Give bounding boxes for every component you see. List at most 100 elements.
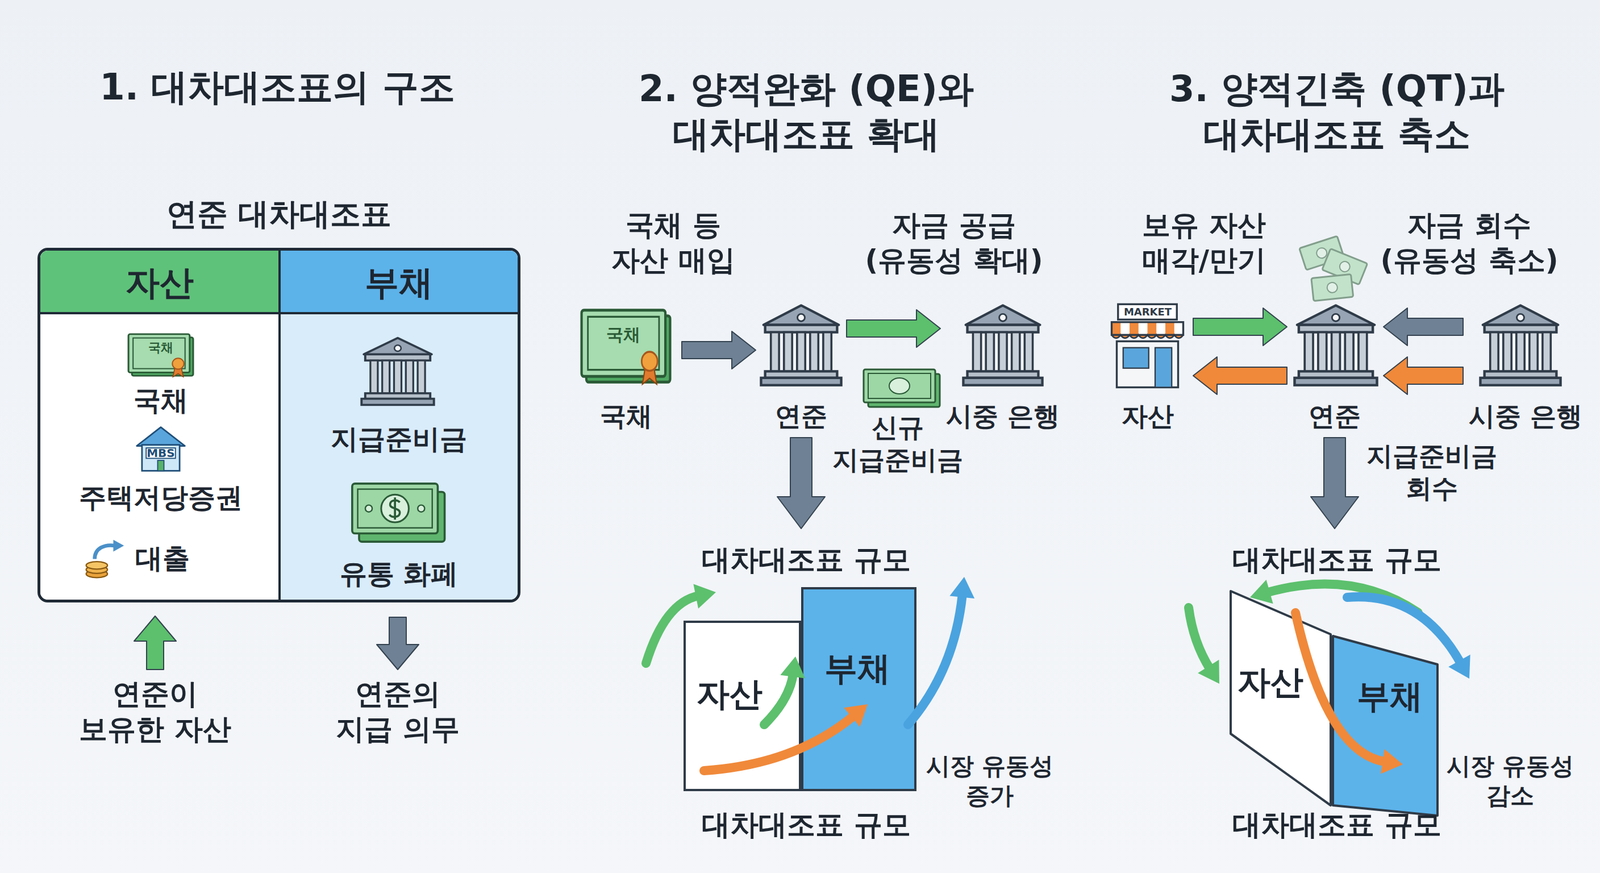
chart-caption: 대차대조표 규모 (701, 806, 911, 843)
node-title: 부채 (1356, 675, 1423, 718)
flow-arrow (1193, 356, 1287, 395)
money-icon-part (357, 489, 433, 528)
money-icon-part (381, 494, 410, 523)
chart-caption: 대차대조표 규모 (1232, 806, 1441, 843)
icon-text: 국채 (606, 323, 641, 346)
asset-up-arrow-part (134, 615, 177, 670)
house-icon-part (136, 427, 186, 447)
building-icon (962, 302, 1044, 388)
bank-node: 시중 은행 (1463, 300, 1589, 438)
building-icon-part (370, 360, 378, 394)
flow-curve-head (843, 703, 868, 727)
building-icon-part (405, 360, 414, 394)
flow-curve-head (949, 576, 975, 599)
building-icon-part (1358, 332, 1368, 372)
bond-icon-part (128, 334, 190, 373)
node-title: 대차대조표 규모 (1232, 542, 1441, 578)
flow-curve-head (1197, 659, 1220, 684)
step-label: 자금 회수 (유동성 축소) (1375, 207, 1564, 279)
node-title: 국채 (600, 400, 653, 433)
building-icon (1293, 302, 1378, 388)
building-icon-part (1011, 332, 1020, 372)
node-item: 주택저당증권 (78, 480, 243, 515)
building-icon-part (771, 332, 779, 372)
face-shape-part (1332, 635, 1438, 816)
market-icon-part (1120, 322, 1130, 336)
coins-icon-part (113, 539, 124, 552)
house-icon-part (142, 444, 180, 472)
cash-icon-part (863, 369, 936, 403)
node-title: 부채 (824, 647, 891, 690)
liability-box: 부채 (801, 586, 917, 791)
building-icon-part (972, 332, 981, 372)
flow-curve (764, 673, 794, 725)
asset-face: 자산 (1229, 589, 1332, 807)
liability-face: 부채 (1331, 634, 1439, 817)
falling-money-icon (1299, 235, 1368, 301)
flow-arrow (777, 437, 825, 529)
building-icon-part (784, 332, 793, 372)
building-icon-part (1344, 332, 1354, 372)
market-icon-part (1138, 322, 1148, 336)
flow-label: 신규 지급준비금 (823, 411, 972, 477)
building-icon-part (1318, 332, 1327, 372)
step-label: 보유 자산 매각/만기 (1132, 207, 1275, 279)
building-icon-part (394, 360, 402, 394)
bond-icon (126, 331, 196, 378)
liability-down-arrow-part (376, 617, 419, 670)
building-icon-part (1484, 325, 1557, 333)
market-icon-part (1118, 303, 1178, 320)
node-title: 연준 (1308, 400, 1361, 433)
money-icon (349, 480, 447, 545)
building-icon-part (1331, 332, 1341, 372)
money-icon-part (365, 505, 373, 512)
building-icon-part (1529, 332, 1538, 372)
building-icon-part (810, 332, 819, 372)
building-icon (760, 302, 843, 388)
building-icon-part (985, 332, 994, 372)
section-title: 1. 대차대조표의 구조 (99, 64, 455, 110)
coins-icon (82, 537, 126, 581)
flow-curve-head (1380, 748, 1403, 774)
node-title: 시중 은행 (946, 400, 1060, 433)
building-icon-part (760, 377, 841, 386)
building-icon-part (361, 398, 434, 406)
cash-icon (863, 369, 940, 407)
step-label: 국채 등 자산 매입 (605, 207, 742, 279)
building-icon-part (797, 332, 806, 372)
market-icon-part (1174, 322, 1184, 336)
flow-curve-head (1250, 579, 1274, 604)
building-icon-part (1298, 325, 1373, 333)
bond-icon-part (641, 351, 658, 371)
building-icon-part (365, 353, 431, 361)
node-item: 국채 (133, 382, 189, 418)
face-shape-part (1230, 590, 1331, 806)
coins-icon-part (94, 544, 116, 559)
flow-label: 지급준비금 회수 (1357, 439, 1506, 506)
building-icon-part (417, 360, 425, 394)
cash-icon-part (889, 377, 910, 394)
flow-curve (1188, 607, 1211, 669)
node-title: 연준 (775, 400, 828, 433)
icon-text: 국채 (148, 339, 174, 356)
building-icon-part (1482, 305, 1558, 325)
section-title: 3. 양적긴축 (QT)과 대차대조표 축소 (1155, 65, 1519, 157)
building-icon-part (363, 338, 432, 355)
building-icon-part (1294, 377, 1377, 386)
flow-curve (646, 595, 699, 664)
building-icon-part (998, 332, 1007, 372)
building-icon-part (1516, 332, 1525, 372)
liquidity-note: 시장 유동성 증가 (921, 751, 1058, 811)
building-icon (360, 335, 435, 407)
falling-money-icon-part-part (1326, 281, 1339, 294)
money-icon-part (417, 505, 425, 512)
building-icon-part (763, 305, 839, 325)
liability-column: 부채지급준비금유통 화폐 (278, 250, 518, 600)
size-change-arrows (653, 528, 660, 535)
flow-curve-head (780, 656, 806, 679)
building-icon-part (1490, 332, 1499, 372)
node-title: 부채 (364, 261, 433, 304)
node-item: 대출 (135, 540, 190, 575)
building-icon-part (999, 313, 1007, 322)
